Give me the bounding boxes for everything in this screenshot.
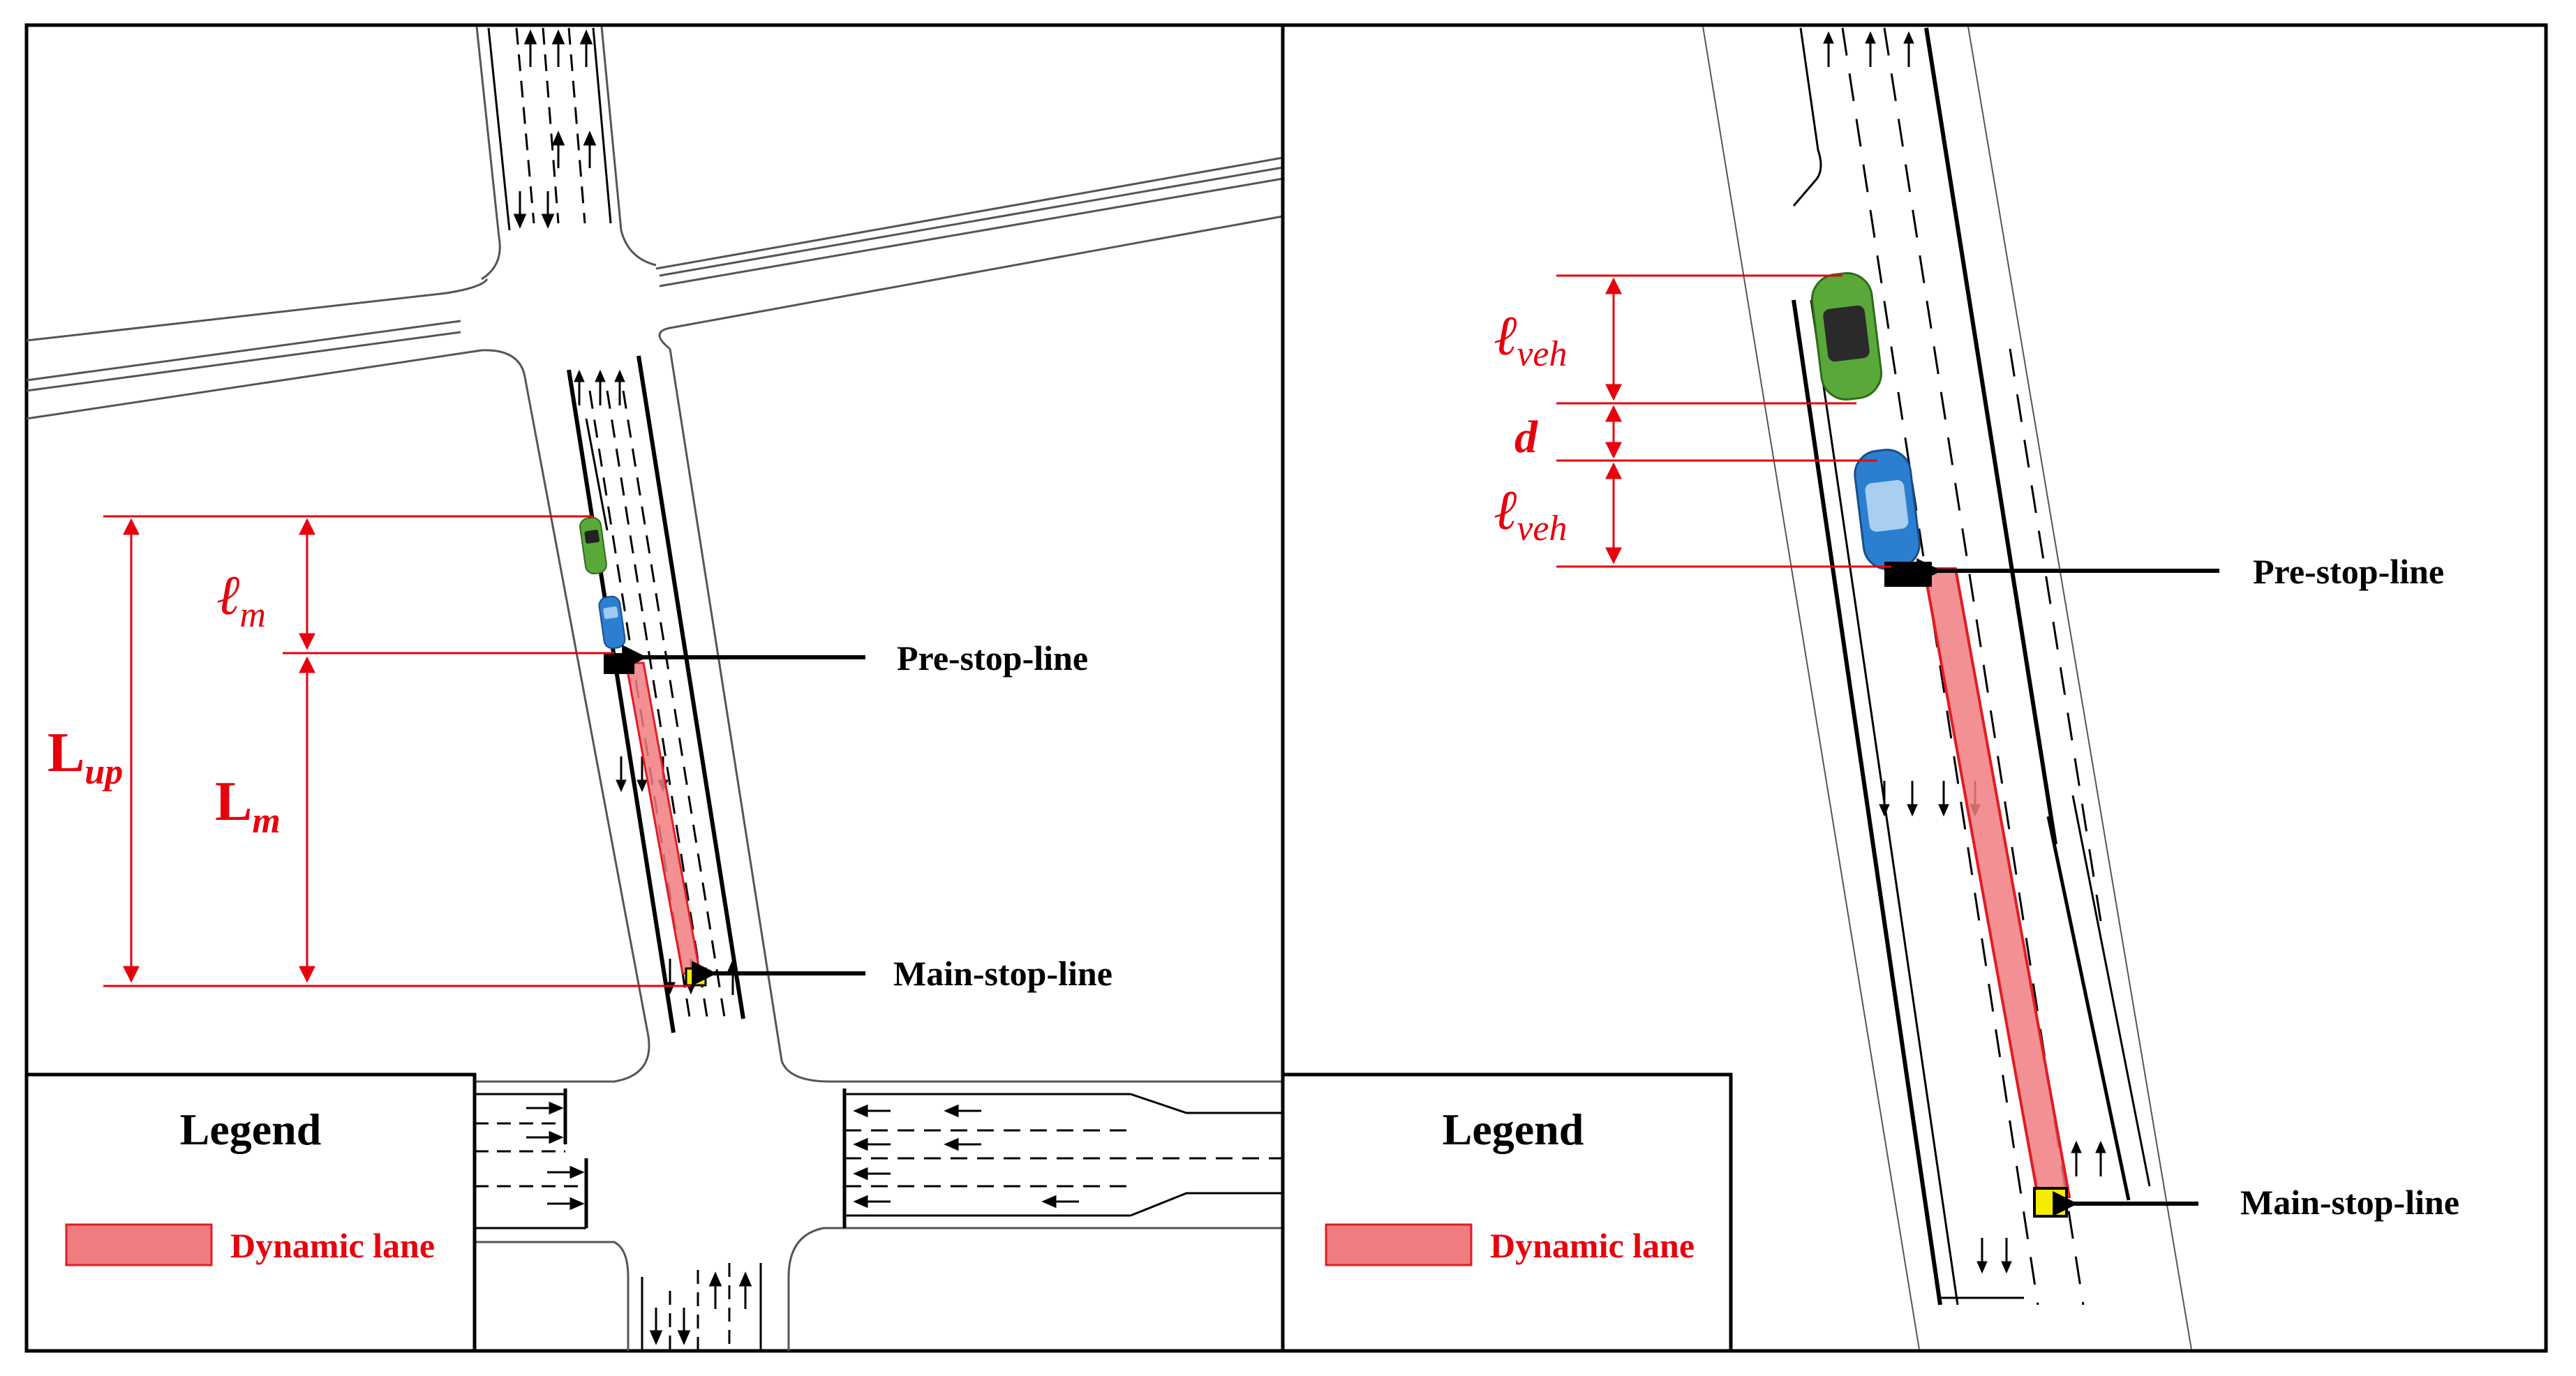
right-lanes — [1792, 27, 2151, 1306]
left-legend: Legend Dynamic lane — [24, 1072, 477, 1353]
left-car-green-icon — [579, 516, 607, 575]
left-dim-l-m: ℓm — [216, 565, 266, 635]
right-legend: Legend Dynamic lane — [1281, 1072, 1733, 1353]
left-north-lanes — [487, 27, 612, 231]
right-legend-title: Legend — [1443, 1105, 1584, 1154]
right-car-blue-icon — [1854, 449, 1921, 570]
left-pre-stop-label: Pre-stop-line — [897, 638, 1088, 678]
right-dim-l-veh-bottom: ℓveh — [1494, 480, 1568, 548]
right-road-edges — [1702, 26, 2192, 1350]
left-road-network — [26, 26, 1283, 1351]
left-dimension-lines — [103, 515, 691, 987]
right-panel: ℓveh d ℓveh Pre-stop-line Main-stop-line… — [1281, 23, 2548, 1353]
left-dim-L-m: Lm — [215, 771, 281, 841]
left-east-lanes — [842, 1089, 1283, 1228]
right-car-green-icon — [1810, 272, 1883, 401]
left-dim-L-up: Lup — [47, 722, 123, 792]
left-legend-item: Dynamic lane — [230, 1226, 435, 1265]
right-main-stop-label: Main-stop-line — [2240, 1183, 2459, 1222]
left-panel: ℓm Lup Lm Pre-stop-line Main-stop-line L… — [24, 23, 1285, 1353]
right-legend-swatch — [1325, 1223, 1473, 1266]
left-west-lanes — [475, 1089, 588, 1229]
right-dimension-lines — [1556, 274, 1891, 568]
right-main-stop-marker — [2033, 1187, 2068, 1218]
left-main-stop-label: Main-stop-line — [893, 954, 1112, 993]
left-legend-swatch — [65, 1223, 213, 1266]
right-dim-d: d — [1514, 412, 1538, 463]
right-legend-item: Dynamic lane — [1490, 1226, 1695, 1265]
left-car-blue-icon — [598, 595, 626, 650]
left-main-stop-marker — [685, 967, 707, 987]
right-pre-stop-label: Pre-stop-line — [2253, 552, 2444, 591]
left-south-lanes — [641, 1263, 762, 1351]
left-pre-stop-marker — [604, 653, 634, 674]
left-legend-title: Legend — [180, 1105, 322, 1154]
right-pre-stop-marker — [1884, 562, 1932, 587]
right-dim-l-veh-top: ℓveh — [1494, 306, 1568, 374]
